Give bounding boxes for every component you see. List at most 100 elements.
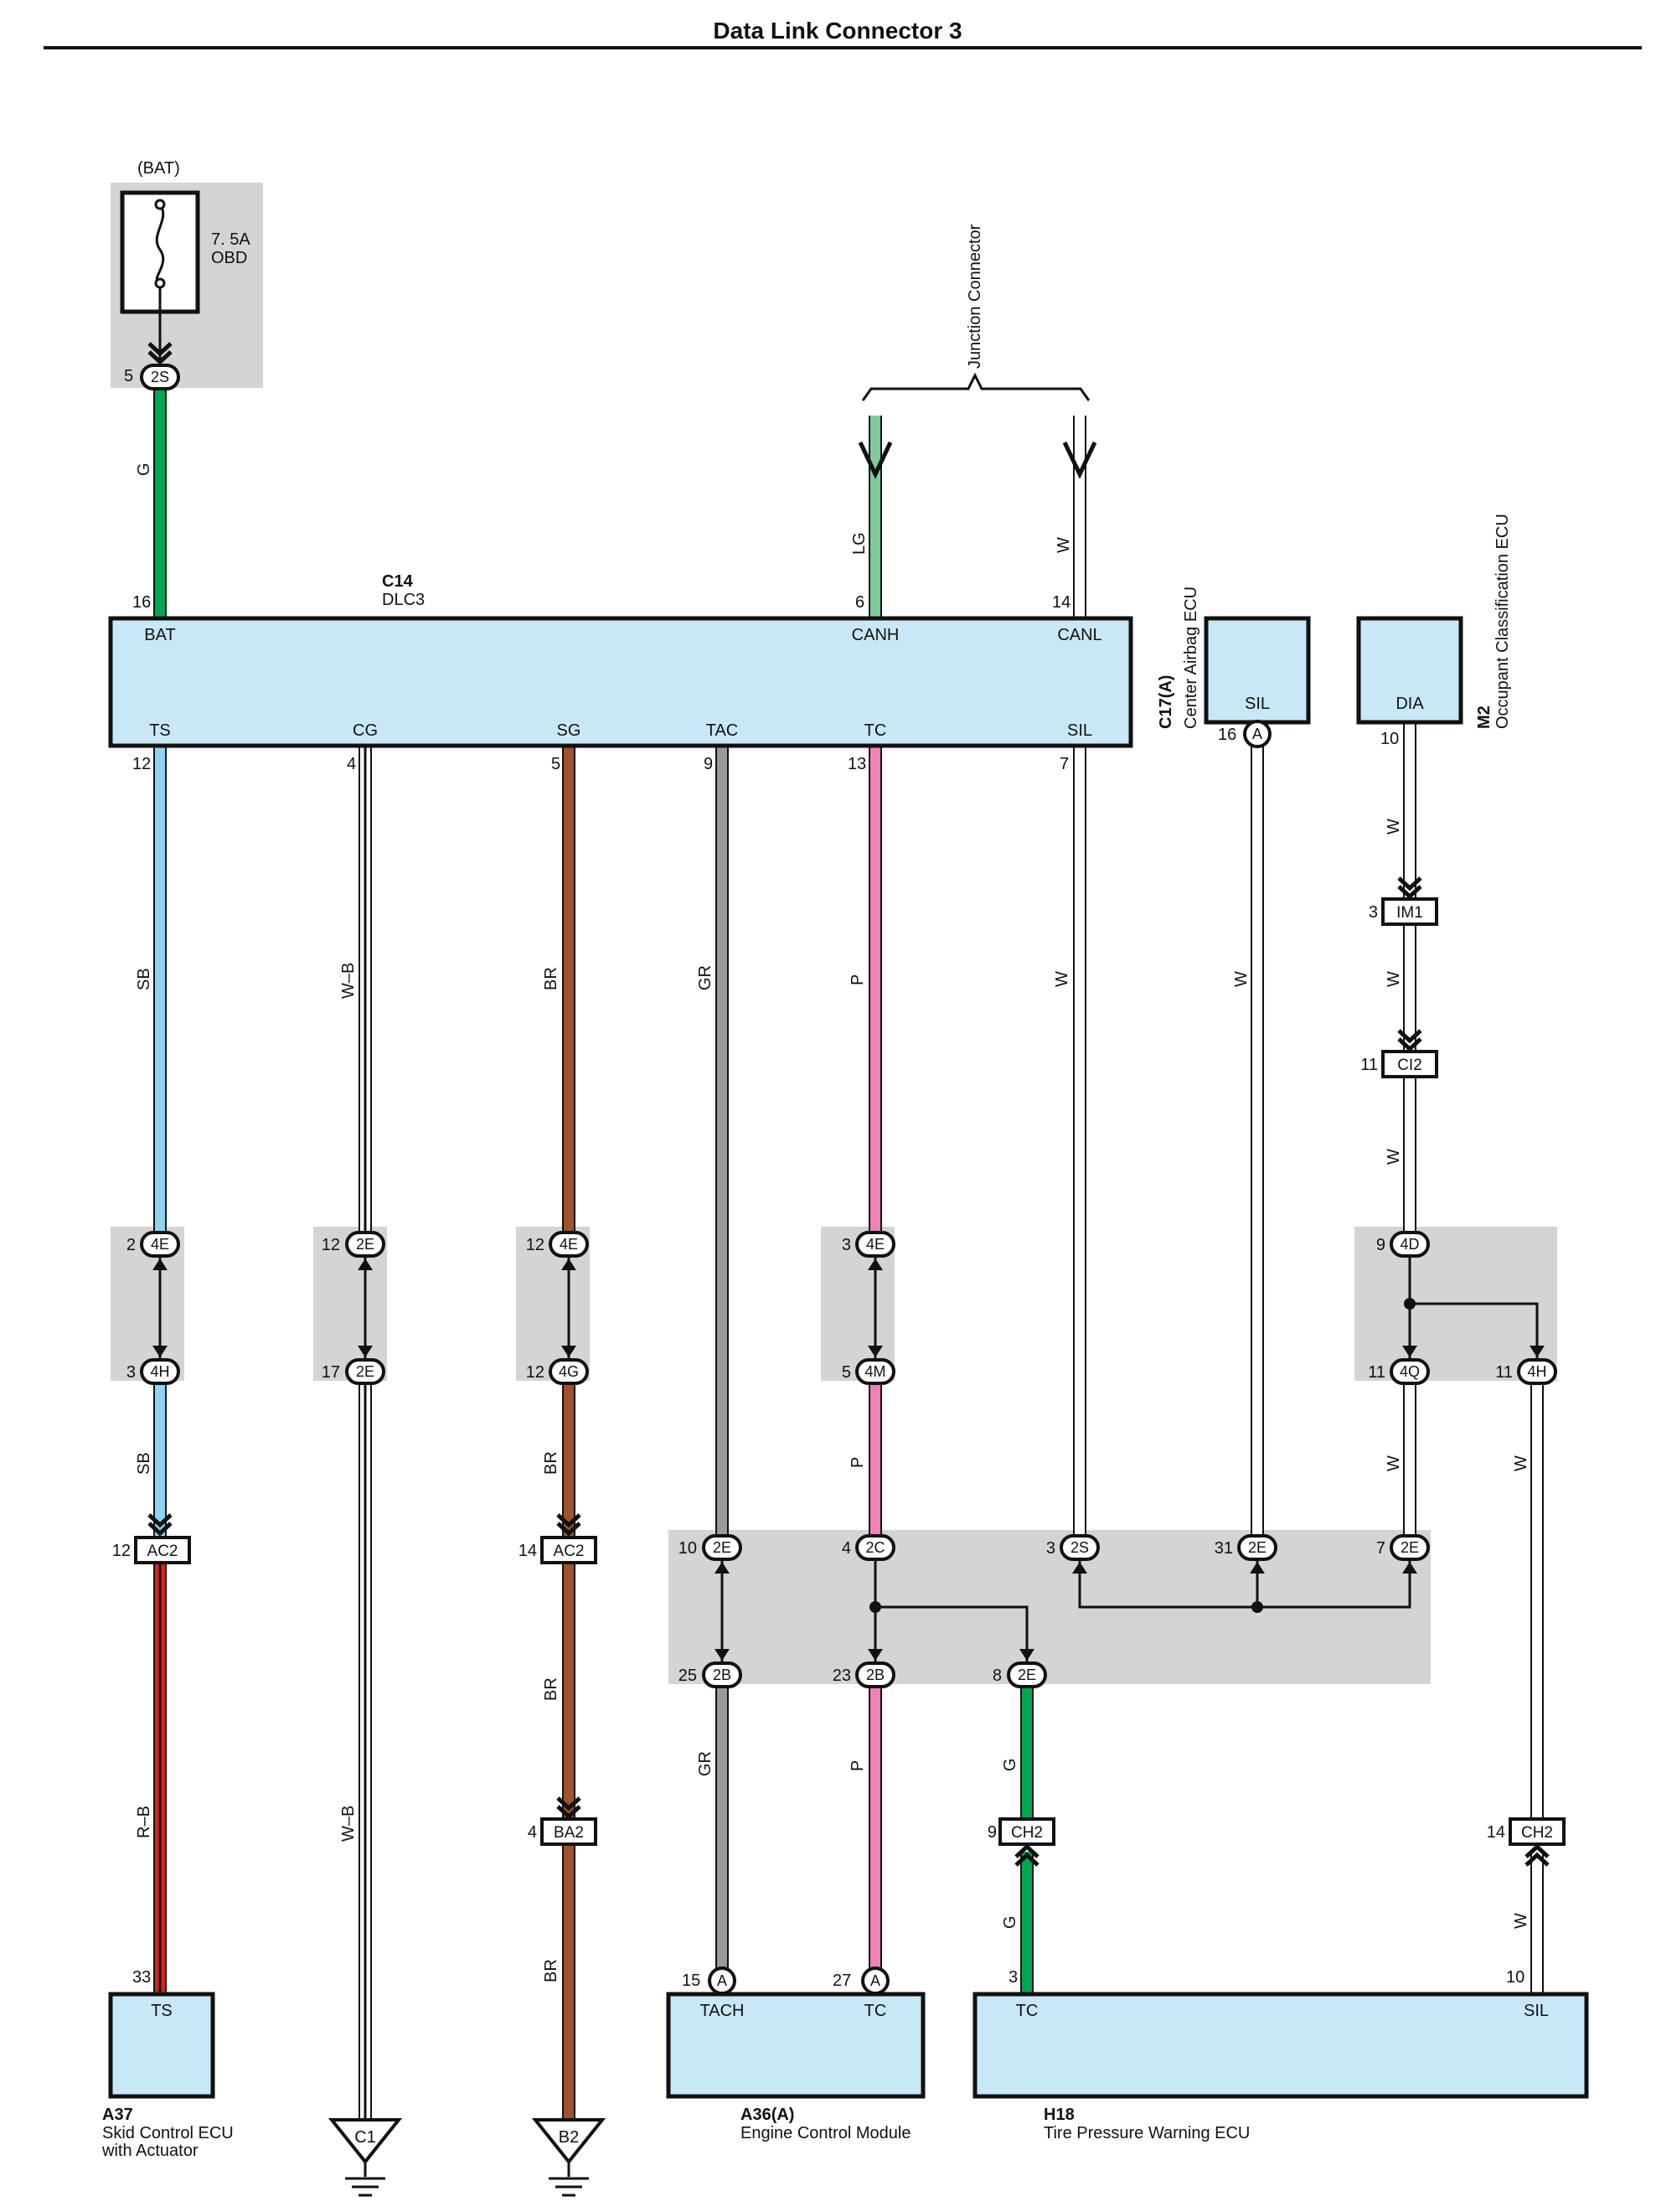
occupant-ecu-box xyxy=(1356,616,1463,725)
wire-label-tpw-g2: G xyxy=(1001,1915,1019,1929)
dlc3-tac-pin: 9 xyxy=(704,755,713,773)
fuse-rating: 7. 5A xyxy=(211,230,250,249)
jline-sil-bus xyxy=(1078,1555,1411,1609)
pill-sg-top-shape xyxy=(549,1231,589,1258)
dlc3-sil-label: SIL xyxy=(1067,721,1092,740)
pill-occ-bot1-shape xyxy=(1390,1358,1430,1385)
ecm-tc-pin: 27 xyxy=(833,1972,851,1990)
ground-c1-triangle xyxy=(328,2118,403,2165)
pill-occ-top-shape xyxy=(1390,1231,1430,1258)
arrow-ts-down xyxy=(152,1346,168,1357)
pill-cg-bot: 2E xyxy=(345,1358,385,1385)
conn-ba2-pin: 4 xyxy=(528,1823,537,1842)
wire-label-cg-wb: W–B xyxy=(339,963,358,999)
pill-occ-top: 4D xyxy=(1390,1231,1430,1258)
conn-ch2-sil-pin: 14 xyxy=(1487,1823,1505,1842)
conn-ac2-sg-pin: 14 xyxy=(518,1542,537,1560)
pill-tac-top-text: 2E xyxy=(713,1539,731,1556)
fuse-name: OBD xyxy=(211,249,247,267)
conn-ci2-text: CI2 xyxy=(1397,1057,1422,1074)
chev-ch2-tc-b xyxy=(1014,1843,1040,1858)
pin-tpw-bot: 8 xyxy=(993,1667,1002,1685)
airbag-ecu-id: C17(A) xyxy=(1157,675,1175,729)
wire-label-sg-br3: BR xyxy=(542,1677,560,1701)
arrow-airbag-up xyxy=(1250,1562,1265,1574)
conn-ac2-ts-text: AC2 xyxy=(147,1543,178,1560)
dlc3-tc-label: TC xyxy=(864,721,887,740)
arrow-sg-up xyxy=(561,1258,576,1270)
pill-tc-top-shape xyxy=(855,1231,895,1258)
tpw-sil-label: SIL xyxy=(1524,2002,1549,2020)
occupant-ecu-pin: 10 xyxy=(1380,730,1399,748)
conn-ac2-sg-shape xyxy=(540,1536,597,1564)
pill-cg-top-shape xyxy=(345,1231,385,1258)
tpw-ecu-box xyxy=(972,1992,1589,2099)
tpw-ecu-name: Tire Pressure Warning ECU xyxy=(1044,2124,1250,2142)
dlc3-sil-pin: 7 xyxy=(1060,755,1069,773)
wire-label-occ-w1: W xyxy=(1385,819,1403,835)
chev-ch2-sil-a xyxy=(1524,1852,1550,1867)
pill-occ-bot1: 4Q xyxy=(1390,1358,1430,1385)
tpw-sil-pin: 10 xyxy=(1506,1968,1524,1987)
conn-ci2: CI2 11 xyxy=(1360,1050,1438,1078)
pill-sil-top: 2S xyxy=(1060,1534,1100,1561)
dlc3-bat-label: BAT xyxy=(144,626,175,644)
wire-label-tc-p2: P xyxy=(849,1457,867,1468)
pill-sg-bot-shape xyxy=(549,1358,589,1385)
ground-b2: B2 xyxy=(531,2118,606,2197)
airbag-ecu-pin: 16 xyxy=(1218,726,1236,744)
conn-im1-pin: 3 xyxy=(1369,903,1378,922)
pill-occ-bot1-text: 4Q xyxy=(1400,1363,1420,1380)
wire-label-occ-w3: W xyxy=(1385,1149,1403,1165)
dlc3-canh-label: CANH xyxy=(852,626,900,644)
pill-tac-bot-text: 2B xyxy=(713,1667,731,1683)
pin-tc2-bot: 23 xyxy=(833,1667,851,1685)
arrow-sil-up xyxy=(1072,1562,1087,1574)
dlc3-cg-pin: 4 xyxy=(347,755,356,773)
wire-label-sil-w: W xyxy=(1053,971,1071,987)
chev-ba2-a xyxy=(556,1796,581,1811)
ecm-tach-label: TACH xyxy=(700,2002,745,2020)
pill-tc2-top-text: 2C xyxy=(865,1539,885,1556)
arrow-occ2-up xyxy=(1402,1562,1417,1574)
wire-label-sg-br: BR xyxy=(542,967,560,990)
pin-sil-top: 3 xyxy=(1046,1539,1055,1558)
conn-ch2-sil-text: CH2 xyxy=(1521,1824,1553,1842)
pill-airbag-top-shape xyxy=(1237,1534,1277,1561)
pill-tac-top-shape xyxy=(702,1534,742,1561)
pin-ecm-tach-circle: A xyxy=(708,1967,736,1995)
pill-ts-top: 4E xyxy=(140,1231,180,1258)
fuse-pin: 5 xyxy=(124,367,133,385)
ground-b2-label: B2 xyxy=(559,2128,579,2147)
conn-im1: IM1 3 xyxy=(1369,897,1438,926)
chev-ch2-sil-b xyxy=(1524,1843,1550,1858)
tpw-tc-label: TC xyxy=(1016,2002,1039,2020)
arrow-occ-down2 xyxy=(1530,1346,1545,1357)
fuse-terminal-bottom xyxy=(154,277,166,289)
arrow-tac-down xyxy=(715,1649,730,1661)
pin-tac-bot: 25 xyxy=(678,1667,697,1685)
conn-ch2-tc-shape xyxy=(998,1817,1055,1846)
conn-im1-text: IM1 xyxy=(1396,904,1423,922)
pin-airbag-circle: A xyxy=(1243,720,1272,748)
dlc3-box xyxy=(108,616,1133,748)
wire-label-airbag-w: W xyxy=(1232,971,1251,987)
pin-cg-bot: 17 xyxy=(322,1363,340,1382)
pill-cg-bot-shape xyxy=(345,1358,385,1385)
pill-sg-top-text: 4E xyxy=(560,1236,578,1253)
wire-label-canh-lg: LG xyxy=(850,532,869,555)
ecm-id: A36(A) xyxy=(740,2106,794,2124)
pill-tc-bot: 4M xyxy=(855,1358,895,1385)
pill-tpw-bot-text: 2E xyxy=(1018,1667,1036,1683)
chev-im1-b xyxy=(1397,885,1422,900)
pin-ecm-tc-circle: A xyxy=(861,1967,890,1995)
pill-ts-top-shape xyxy=(140,1231,180,1258)
dot-occ xyxy=(1404,1298,1416,1310)
skid-ecu-name2: with Actuator xyxy=(101,2142,199,2160)
ecm-name: Engine Control Module xyxy=(740,2124,911,2142)
dlc3-tc-pin: 13 xyxy=(848,755,866,773)
conn-ci2-pin: 11 xyxy=(1360,1056,1378,1074)
